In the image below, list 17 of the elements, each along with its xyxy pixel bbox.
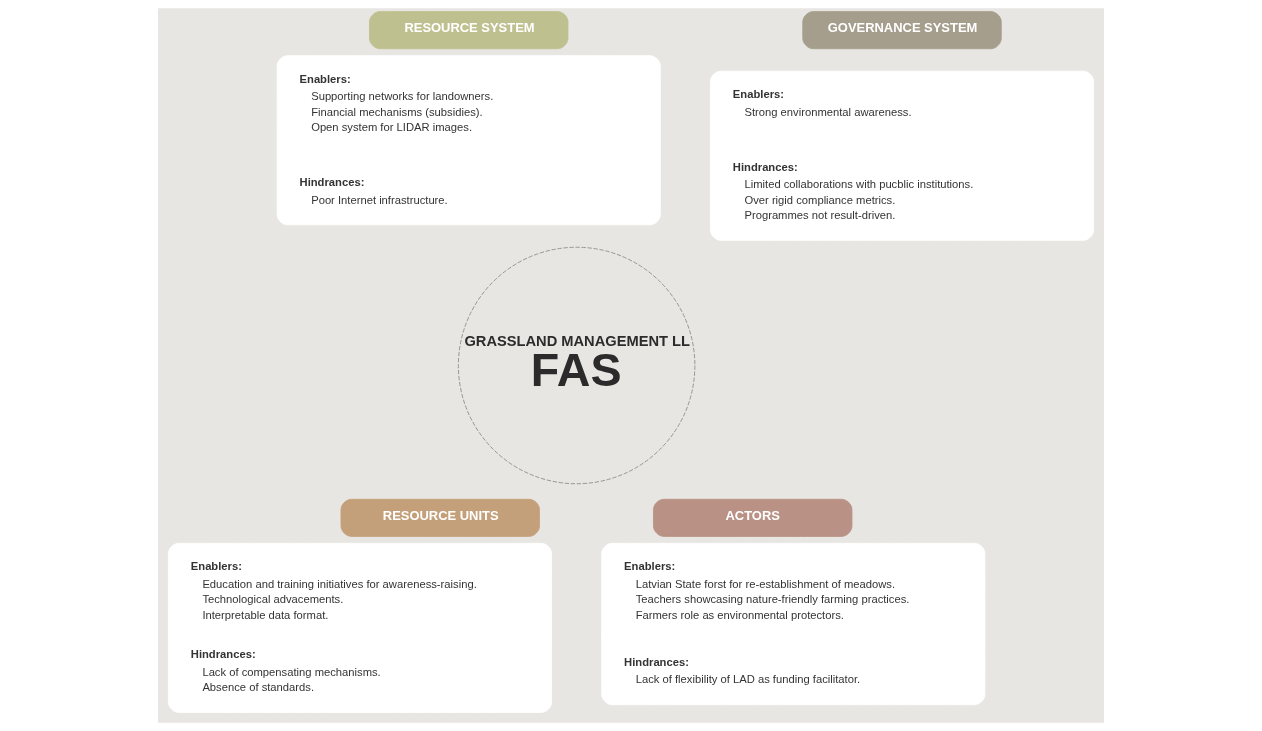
cluster bbox=[601, 542, 986, 706]
node-box: ACTORS bbox=[653, 498, 853, 537]
node-box: RESOURCE SYSTEM bbox=[369, 11, 569, 50]
node-text: Hindrances: Limited collaborations with pucblic institutions. Over rigid compliance metrics. Programmes not result-driven. bbox=[732, 160, 974, 222]
node-text: Hindrances: Lack of compensating mechanisms. Absence of standards. bbox=[190, 648, 381, 694]
node-text: Enablers: Supporting networks for landowners. Financial mechanisms (subsidies). Open system for LIDAR images. bbox=[299, 72, 494, 134]
node-text: Enablers: Strong environmental awareness. bbox=[732, 88, 912, 118]
node-text: Hindrances: Poor Internet infrastructure. bbox=[299, 176, 448, 206]
cluster bbox=[167, 542, 552, 713]
cluster bbox=[276, 55, 661, 226]
node-text: Enablers: Education and training initiatives for awareness-raising. Technological advacements. Interpretable data format. bbox=[190, 560, 477, 621]
node-box: RESOURCE UNITS bbox=[340, 498, 540, 537]
node-circle: GRASSLAND MANAGEMENT LL FAS bbox=[457, 246, 696, 485]
node-text: Enablers: Latvian State forst for re-establishment of meadows. Teachers showcasing nature-friendly farming practices. Farmers role as environmental protectors. bbox=[624, 560, 910, 621]
node-text: Hindrances: Lack of flexibility of LAD as funding facilitator. bbox=[624, 656, 861, 686]
cluster bbox=[710, 70, 1095, 241]
node-box: GOVERNANCE SYSTEM bbox=[802, 11, 1002, 50]
